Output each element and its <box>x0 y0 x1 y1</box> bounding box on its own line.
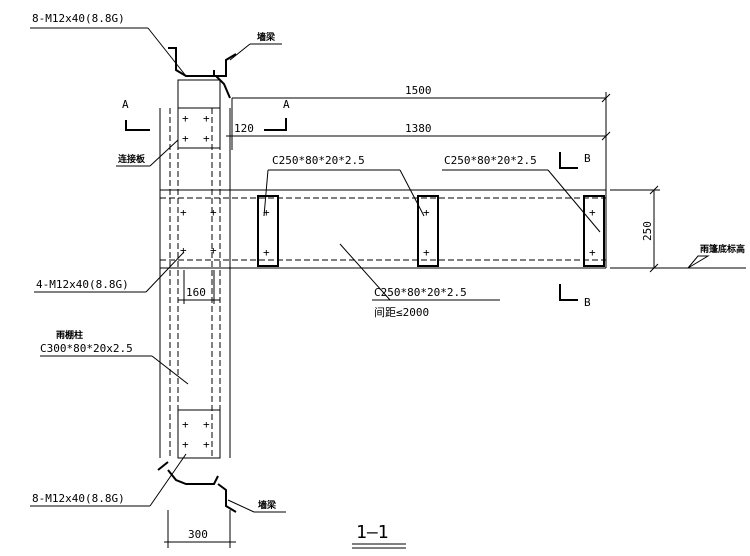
section-a-left-label: A <box>122 98 129 111</box>
stiffener-right: ++ <box>583 195 605 267</box>
purlin-beam <box>160 189 607 269</box>
svg-text:+: + <box>180 244 187 257</box>
column-callout: 雨棚柱 C300*80*20x2.5 <box>40 329 189 385</box>
svg-text:+: + <box>203 418 210 431</box>
svg-text:+: + <box>182 438 189 451</box>
svg-text:+: + <box>203 132 210 145</box>
bolt-mid-callout: 4-M12x40(8.8G) <box>34 251 185 293</box>
svg-text:+: + <box>182 112 189 125</box>
bottom-connection-plate <box>177 409 221 459</box>
stiffener-left: ++ <box>257 195 279 267</box>
dimension-160: 160 <box>178 270 220 304</box>
connect-plate-label: 连接板 <box>118 153 146 165</box>
top-connection-plate <box>177 79 221 149</box>
wall-beam-top-label: 墙梁 <box>257 31 276 43</box>
svg-text:+: + <box>423 206 430 219</box>
dim-300-label: 300 <box>188 528 208 541</box>
svg-text:+: + <box>180 206 187 219</box>
wall-beam-top-callout: 墙梁 <box>229 31 282 61</box>
svg-text:+: + <box>210 206 217 219</box>
section-mark-b-bottom: B <box>559 284 591 309</box>
dimension-300: 300 <box>164 510 236 548</box>
svg-text:+: + <box>263 246 270 259</box>
dim-250-label: 250 <box>641 221 654 241</box>
bottom-elev-label: 雨篷底标高 <box>700 243 745 255</box>
dim-160-label: 160 <box>186 286 206 299</box>
dimension-1380: 1380 <box>226 122 611 141</box>
connect-plate-callout: 连接板 <box>116 139 179 167</box>
svg-text:+: + <box>203 112 210 125</box>
svg-text:+: + <box>589 206 596 219</box>
bolt-top-label: 8-M12x40(8.8G) <box>32 12 125 25</box>
canopy-column-label: 雨棚柱 <box>56 329 83 341</box>
beam-bolts: + + + + <box>180 206 217 257</box>
section-a-right-label: A <box>283 98 290 111</box>
purlin-right-callout: C250*80*20*2.5 <box>442 154 601 233</box>
column-section-label: C300*80*20x2.5 <box>40 342 133 355</box>
purlin-left-callout: C250*80*20*2.5 <box>263 154 425 217</box>
top-wall-beam <box>168 47 237 99</box>
dim-1500-label: 1500 <box>405 84 432 97</box>
section-mark-b-top: B <box>559 152 591 169</box>
svg-text:+: + <box>210 244 217 257</box>
section-mark-a-right: A <box>264 98 290 131</box>
purlin-beam-label: C250*80*20*2.5 <box>374 286 467 299</box>
section-title: 1—1 <box>352 522 406 549</box>
wall-beam-bottom-callout: 墙梁 <box>227 499 286 513</box>
section-mark-a-left: A <box>122 98 150 131</box>
svg-text:+: + <box>263 206 270 219</box>
purlin-left-label: C250*80*20*2.5 <box>272 154 365 167</box>
dim-120-label: 120 <box>234 122 254 135</box>
svg-text:+: + <box>423 246 430 259</box>
bottom-bolts: + + + + <box>182 418 210 451</box>
purlin-beam-callout: C250*80*20*2.5 间距≤2000 <box>339 243 500 319</box>
wall-beam-bottom-label: 墙梁 <box>258 499 277 511</box>
section-b-bottom-label: B <box>584 296 591 309</box>
dimension-250: 250 <box>610 185 660 273</box>
dimension-1500: 1500 <box>232 84 611 190</box>
dim-1380-label: 1380 <box>405 122 432 135</box>
purlin-right-label: C250*80*20*2.5 <box>444 154 537 167</box>
svg-text:+: + <box>182 132 189 145</box>
bottom-elevation-marker: 雨篷底标高 <box>660 243 746 269</box>
bottom-wall-beam <box>157 461 237 513</box>
bolt-top-callout: 8-M12x40(8.8G) <box>30 12 187 77</box>
section-b-top-label: B <box>584 152 591 165</box>
bolt-bottom-callout: 8-M12x40(8.8G) <box>30 453 187 507</box>
stiffener-middle: ++ <box>417 195 439 267</box>
svg-text:+: + <box>589 246 596 259</box>
section-title-label: 1—1 <box>356 522 389 543</box>
svg-text:+: + <box>182 418 189 431</box>
canopy-column <box>159 108 231 458</box>
bolt-mid-label: 4-M12x40(8.8G) <box>36 278 129 291</box>
svg-text:+: + <box>203 438 210 451</box>
top-bolts: + + + + <box>182 112 210 145</box>
spacing-label: 间距≤2000 <box>374 306 429 319</box>
dimension-120: 120 <box>231 98 254 150</box>
bolt-bottom-label: 8-M12x40(8.8G) <box>32 492 125 505</box>
